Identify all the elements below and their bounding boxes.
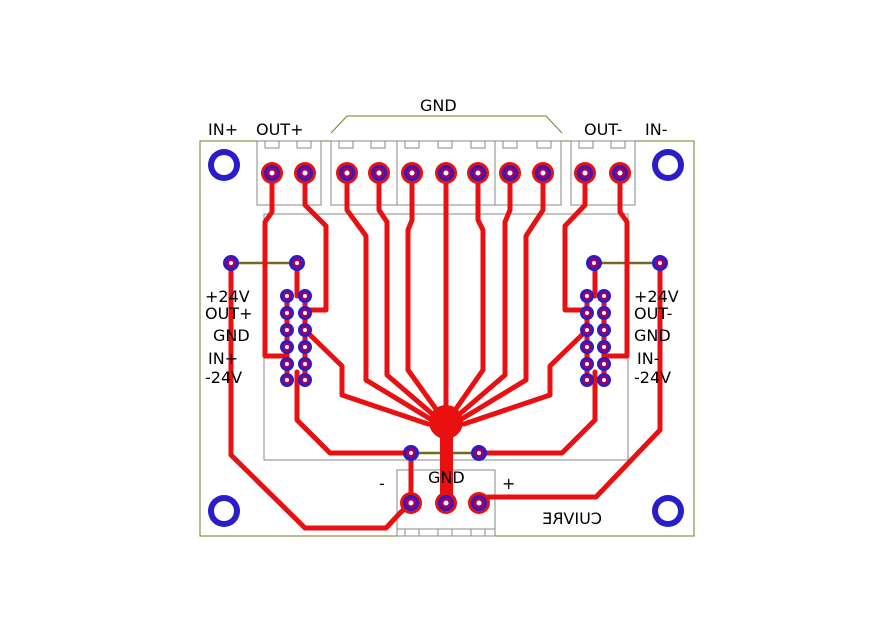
label-bottom-plus: + [502, 474, 515, 493]
gnd-bracket [330, 115, 563, 134]
label-right-out: OUT- [634, 304, 672, 323]
label-out-minus-top: OUT- [584, 120, 622, 139]
label-left-in: IN+ [208, 349, 238, 368]
terminal-pads [261, 162, 631, 514]
header-pads [223, 255, 668, 461]
label-left-out: OUT+ [205, 304, 252, 323]
label-in-plus-top: IN+ [208, 120, 238, 139]
label-out-plus-top: OUT+ [256, 120, 303, 139]
top-terminal-blocks [256, 140, 636, 206]
label-gnd-top: GND [420, 96, 457, 115]
ground-stem [440, 422, 453, 506]
label-bottom-mirror: CUIVRE [542, 509, 602, 528]
label-bottom-gnd: GND [428, 468, 465, 487]
label-bottom-minus: - [379, 474, 385, 493]
label-right-p24: +24V [634, 287, 679, 306]
label-in-minus-top: IN- [645, 120, 667, 139]
label-left-p24: +24V [205, 287, 250, 306]
label-right-m24: -24V [634, 368, 671, 387]
mounting-holes [208, 149, 684, 527]
label-right-in: IN- [637, 349, 659, 368]
label-left-gnd: GND [213, 326, 250, 345]
label-right-gnd: GND [634, 326, 671, 345]
label-left-m24: -24V [205, 368, 242, 387]
